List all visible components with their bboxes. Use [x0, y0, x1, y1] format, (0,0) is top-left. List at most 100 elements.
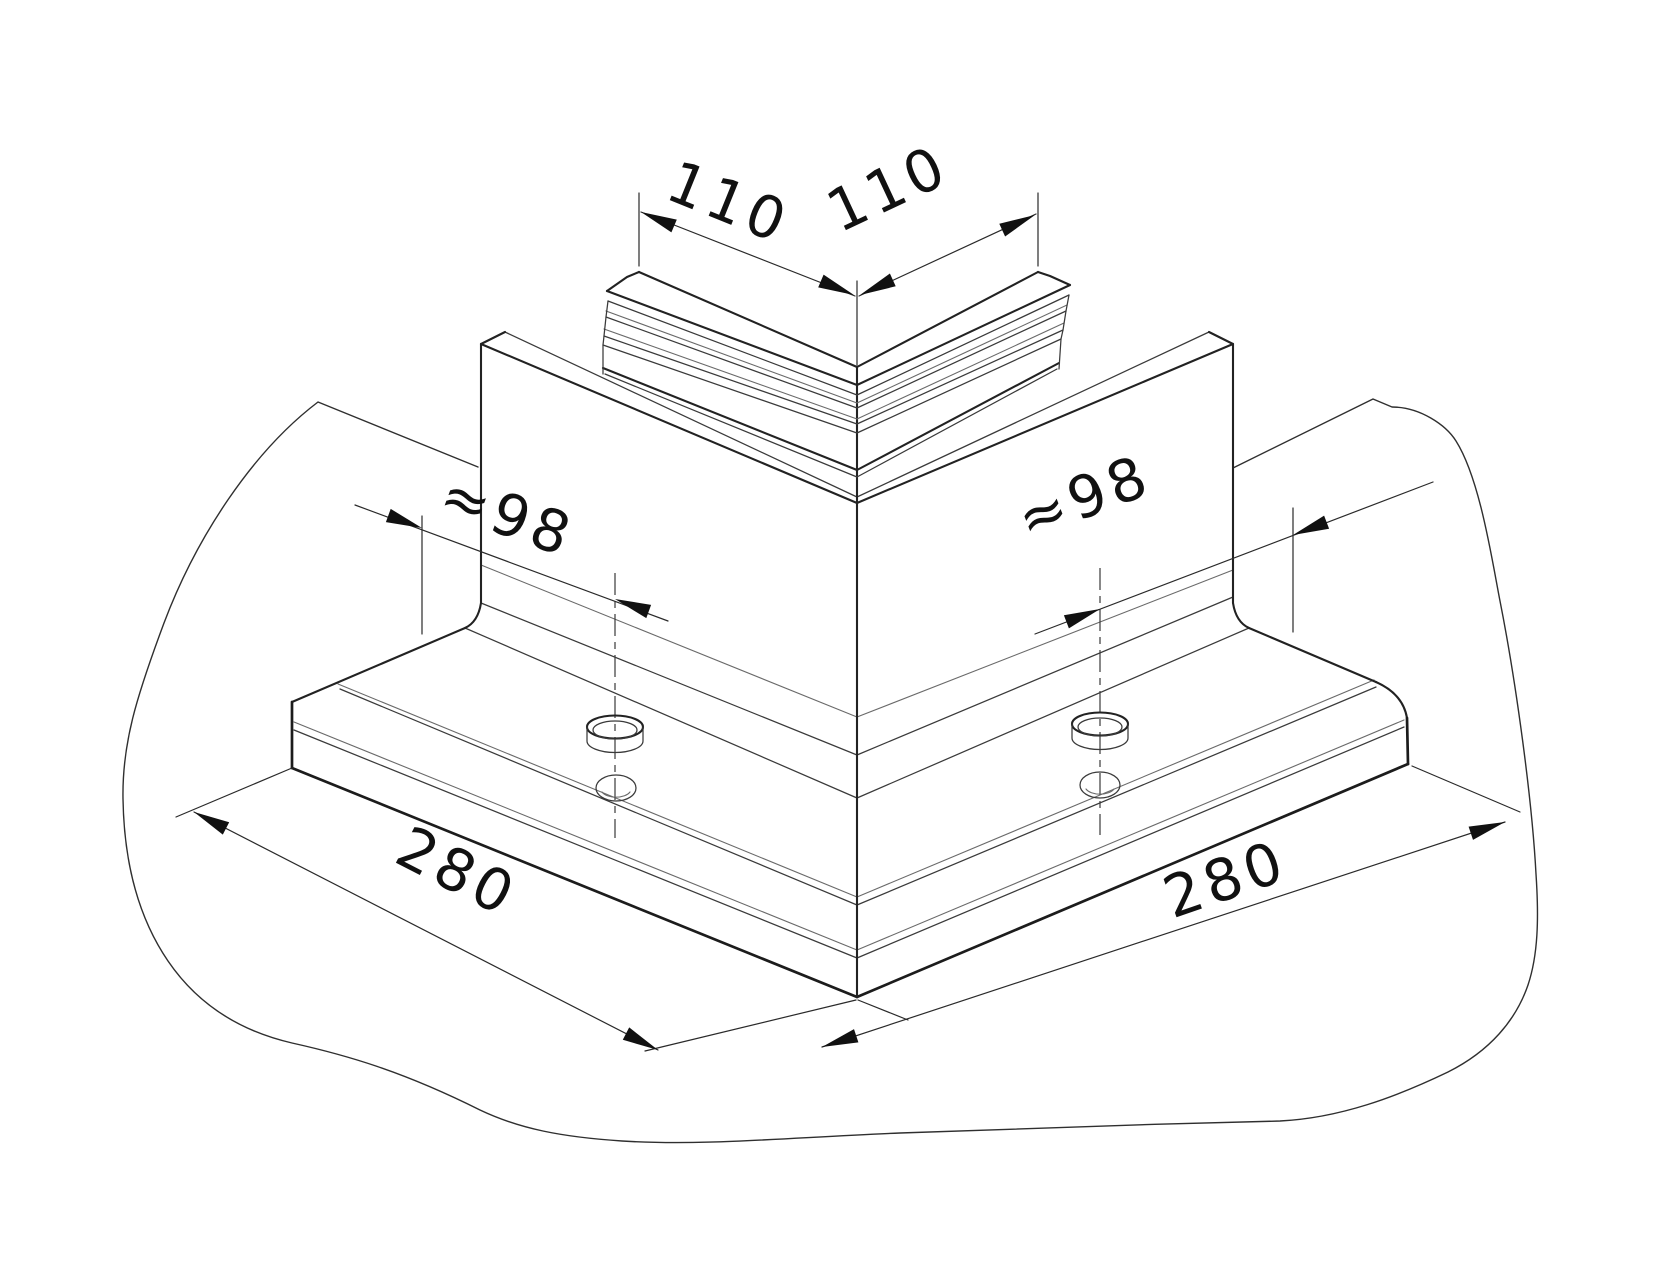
cap-plate-underside-left [607, 300, 858, 396]
cap-band-bottom-edge-right [855, 361, 1061, 472]
cap-top-back-edge-left [637, 270, 859, 369]
arrowhead [1063, 609, 1100, 629]
arrowhead [1293, 515, 1330, 535]
cap-top-front-edge-right [855, 283, 1072, 387]
arrowhead [615, 599, 652, 619]
flange-right-end-edge [1405, 716, 1410, 766]
cap-molding-right [855, 270, 1072, 478]
cap-bead-right-2b [856, 329, 1064, 425]
hole-right [1070, 568, 1130, 835]
base-accent-line-right-2b [856, 686, 1377, 906]
ext-line-280-right-corner [857, 999, 909, 1021]
dim-line-280-right [821, 821, 1506, 1048]
wall-left-end-top [479, 330, 507, 346]
dim-line-98-right [1034, 481, 1434, 635]
dimension-hole-left: ≈98 [354, 460, 669, 635]
cap-right-end-face [1058, 294, 1070, 370]
cap-bead-right-1b [856, 310, 1067, 409]
wall-top-edge-left [479, 342, 859, 505]
base-bottom-edge-left [290, 766, 859, 999]
arrowhead [818, 274, 854, 295]
dim-label-280-left: 280 [386, 813, 529, 931]
cap-band-shadow-right [856, 368, 1058, 478]
cap-bead-left-1a [605, 310, 858, 404]
dim-label-cap-left: 110 [658, 147, 800, 257]
wall-top-back-edge-left [504, 331, 858, 498]
base-accent-line-right-1a [856, 719, 1405, 951]
base-accent-line-right-1b [856, 726, 1405, 959]
cap-right-end-top [1036, 270, 1072, 287]
cove-right-end-curve [1231, 601, 1251, 630]
base-bottom-edge-right [855, 762, 1410, 999]
corner-part-right-wing [855, 330, 1410, 999]
ext-line-280-right-outer [1411, 765, 1521, 813]
arrowhead [860, 273, 896, 295]
cap-bead-left-2a [603, 328, 858, 420]
flange-wash-edge-right [856, 627, 1250, 799]
dim-line-cap-left [640, 211, 856, 297]
hole-left-exit [595, 774, 637, 802]
cap-bead-right-2a [856, 322, 1065, 420]
cap-band-bottom-edge-left [601, 366, 859, 472]
cap-bead-left-1b [605, 316, 858, 409]
wash-left-end-edge [290, 626, 467, 704]
base-accent-line-left-1a [293, 721, 858, 951]
cap-band-top-edge-left [602, 344, 858, 434]
cap-band-shadow-left [604, 373, 858, 478]
arrowhead [194, 812, 230, 835]
hole-right-exit [1079, 771, 1121, 799]
wall-top-back-edge-right [856, 331, 1210, 498]
dim-label-cap-right: 110 [817, 131, 960, 246]
cove-bottom-edge-left [480, 602, 858, 756]
cap-top-back-edge-right [855, 270, 1040, 369]
cap-left-end-face [602, 300, 609, 375]
cap-top-front-edge-left [605, 289, 859, 387]
hole-left-counterbore-wall [586, 726, 644, 754]
dim-label-98-right: ≈98 [1008, 441, 1161, 554]
break-line-outline [122, 398, 1539, 1144]
cap-molding-left [601, 270, 859, 478]
cap-plate-underside-right [856, 294, 1070, 396]
hole-right-exit-inner [1085, 788, 1115, 795]
ext-line-280-left-outer [175, 767, 293, 818]
flange-wash-edge-left [464, 627, 858, 799]
hole-left-counterbore-floor [592, 720, 638, 740]
dim-line-280-left [193, 811, 659, 1051]
arrowhead [822, 1029, 859, 1047]
arrowhead [1468, 822, 1505, 840]
cove-top-edge-left [480, 564, 858, 718]
base-accent-line-left-2a [337, 683, 858, 898]
dimension-base-right: 280 [821, 765, 1521, 1048]
hole-right-counterbore-floor [1077, 717, 1123, 737]
ext-line-280-left-corner [644, 999, 857, 1052]
cap-left-end-top [605, 270, 641, 293]
wall-top-edge-right [855, 342, 1235, 505]
break-line-path [122, 398, 1539, 1144]
flange-right-end-round [1374, 680, 1409, 720]
dimension-hole-right: ≈98 [1008, 441, 1434, 635]
arrowhead [999, 215, 1035, 237]
cap-band-top-edge-right [856, 338, 1062, 434]
arrowhead [641, 212, 677, 233]
base-accent-line-left-1b [293, 729, 858, 959]
hole-right-counterbore-wall [1071, 723, 1129, 751]
cove-left-end-curve [463, 601, 483, 630]
hole-left-exit-inner [601, 791, 631, 798]
hole-left [585, 573, 645, 838]
cap-bead-right-1a [856, 304, 1068, 404]
dimension-base-left: 280 [175, 767, 857, 1052]
arrowhead [385, 508, 422, 528]
wash-right-end-edge [1247, 626, 1378, 684]
base-accent-line-left-2b [339, 688, 858, 906]
corner-part-left-wing [290, 330, 859, 999]
base-accent-line-right-2a [856, 679, 1375, 898]
dim-label-280-right: 280 [1155, 827, 1296, 932]
dim-label-98-left: ≈98 [432, 460, 584, 571]
arrowhead [622, 1027, 658, 1050]
cap-bead-left-2b [603, 335, 858, 425]
wall-right-end-top [1207, 330, 1235, 346]
dimension-cap-right: 110 [817, 131, 1039, 297]
cove-top-edge-right [856, 569, 1234, 718]
